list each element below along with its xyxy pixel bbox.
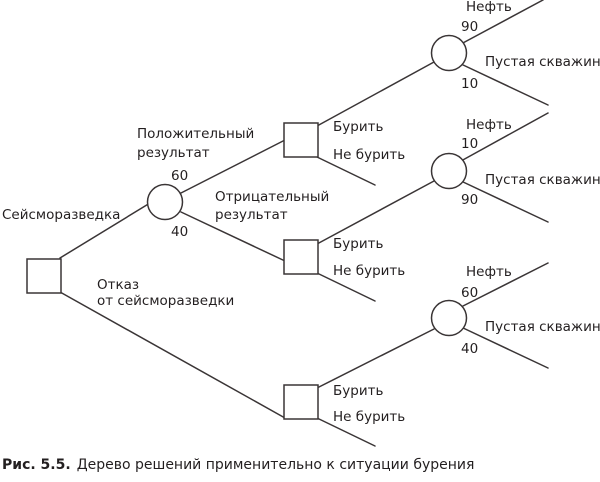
label-negative-line1: Отрицательный	[215, 189, 329, 205]
label-prob-positive: 60	[171, 168, 188, 184]
label-drill-b: Бурить	[333, 236, 383, 252]
edge-oil-a	[460, 0, 544, 45]
label-dry-c-prob: 40	[461, 341, 478, 357]
label-dry-a: Пустая скважина	[485, 54, 600, 70]
edge-positive-result	[180, 139, 286, 194]
edge-dry-c	[460, 326, 549, 369]
chance-node-b	[430, 152, 468, 190]
decision-node-b	[283, 239, 319, 275]
edge-dry-a	[460, 63, 549, 106]
root-decision-node	[26, 258, 62, 294]
edge-oil-b	[460, 112, 549, 162]
label-oil-a: Нефть	[466, 0, 512, 15]
label-oil-c: Нефть	[466, 264, 512, 280]
figure-number: Рис. 5.5.	[2, 457, 71, 473]
label-oil-b-prob: 10	[461, 136, 478, 152]
label-refuse-line2: от сейсморазведки	[97, 293, 234, 309]
nodes	[26, 34, 468, 420]
edge-drill-b	[316, 180, 435, 245]
seismic-chance-node	[146, 183, 184, 221]
label-dry-c: Пустая скважина	[485, 319, 600, 335]
label-positive-line2: результат	[137, 145, 210, 161]
chance-node-c	[430, 299, 468, 337]
label-oil-a-prob: 90	[461, 19, 478, 35]
edge-drill-a	[316, 61, 435, 127]
decision-node-c	[283, 384, 319, 420]
label-oil-b: Нефть	[466, 117, 512, 133]
label-nodrill-c: Не бурить	[333, 409, 405, 425]
labels: Сейсморазведка Положительный результат 6…	[2, 0, 600, 425]
edge-negative-result	[180, 211, 286, 262]
figure-caption-text: Дерево решений применительно к ситуации …	[76, 457, 475, 473]
edge-refuse-seismic	[59, 291, 286, 419]
label-positive-line1: Положительный	[137, 126, 254, 142]
figure-caption: Рис. 5.5. Дерево решений применительно к …	[2, 457, 474, 473]
edge-drill-c	[316, 328, 435, 389]
edge-nodrill-a	[316, 156, 376, 186]
label-nodrill-b: Не бурить	[333, 263, 405, 279]
label-dry-b: Пустая скважина	[485, 172, 600, 188]
label-seismic: Сейсморазведка	[2, 207, 120, 223]
label-nodrill-a: Не бурить	[333, 147, 405, 163]
label-dry-b-prob: 90	[461, 192, 478, 208]
label-refuse-line1: Отказ	[97, 277, 139, 293]
label-drill-c: Бурить	[333, 383, 383, 399]
decision-node-a	[283, 122, 319, 158]
label-dry-a-prob: 10	[461, 76, 478, 92]
edge-nodrill-b	[316, 272, 376, 302]
label-drill-a: Бурить	[333, 119, 383, 135]
edge-seismic	[59, 202, 151, 259]
edge-dry-b	[460, 180, 549, 223]
edge-oil-c	[460, 262, 549, 308]
label-prob-negative: 40	[171, 224, 188, 240]
label-negative-line2: результат	[215, 207, 288, 223]
branch-lines	[59, 0, 549, 447]
chance-node-a	[430, 34, 468, 72]
label-oil-c-prob: 60	[461, 285, 478, 301]
edge-nodrill-c	[316, 417, 376, 447]
